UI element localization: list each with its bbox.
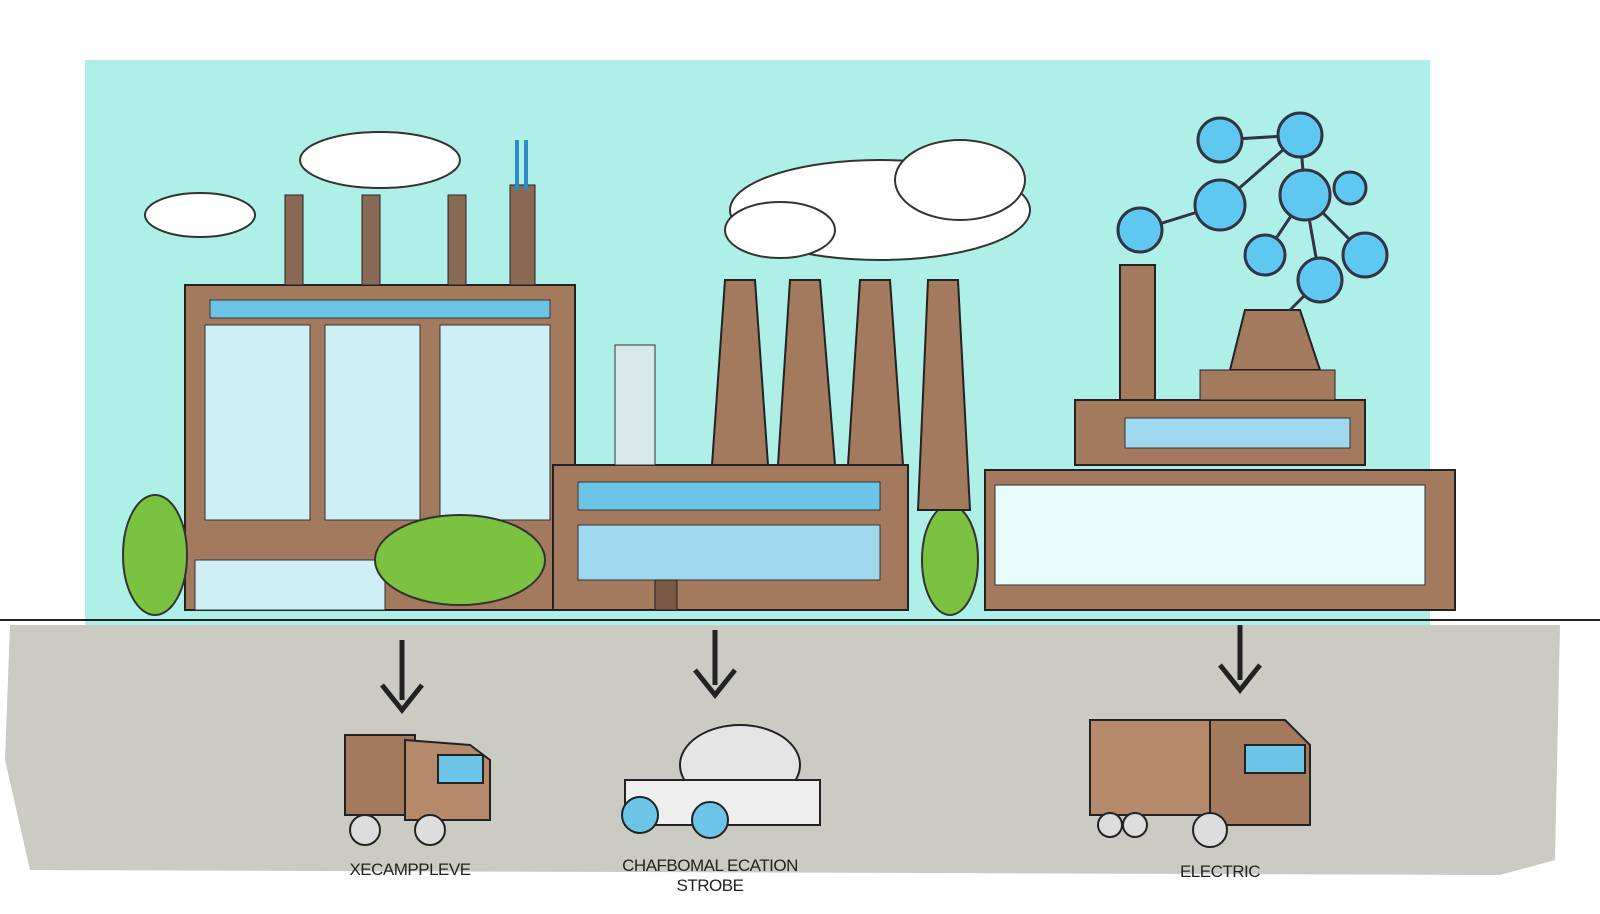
right-truck-icon	[1089, 719, 1311, 848]
middle-truck-label-line1: CHAFBOMAL ECATION	[622, 856, 798, 875]
middle-truck-icon	[621, 724, 821, 839]
tree	[122, 494, 979, 616]
left-truck-label: XECAMPPLEVE	[349, 860, 471, 879]
right-truck-label: ELECTRIC	[1179, 862, 1261, 881]
cloud	[144, 131, 1031, 261]
right-factory	[984, 264, 1456, 611]
middle-truck-label: CHAFBOMAL ECATION STROBE	[610, 856, 810, 896]
molecule-icon	[1116, 111, 1389, 312]
middle-truck-label-line2: STROBE	[676, 876, 744, 895]
middle-factory	[552, 279, 972, 611]
left-truck-icon	[344, 734, 491, 846]
left-glass-building	[184, 140, 576, 611]
down-arrow-icon	[380, 625, 1262, 715]
